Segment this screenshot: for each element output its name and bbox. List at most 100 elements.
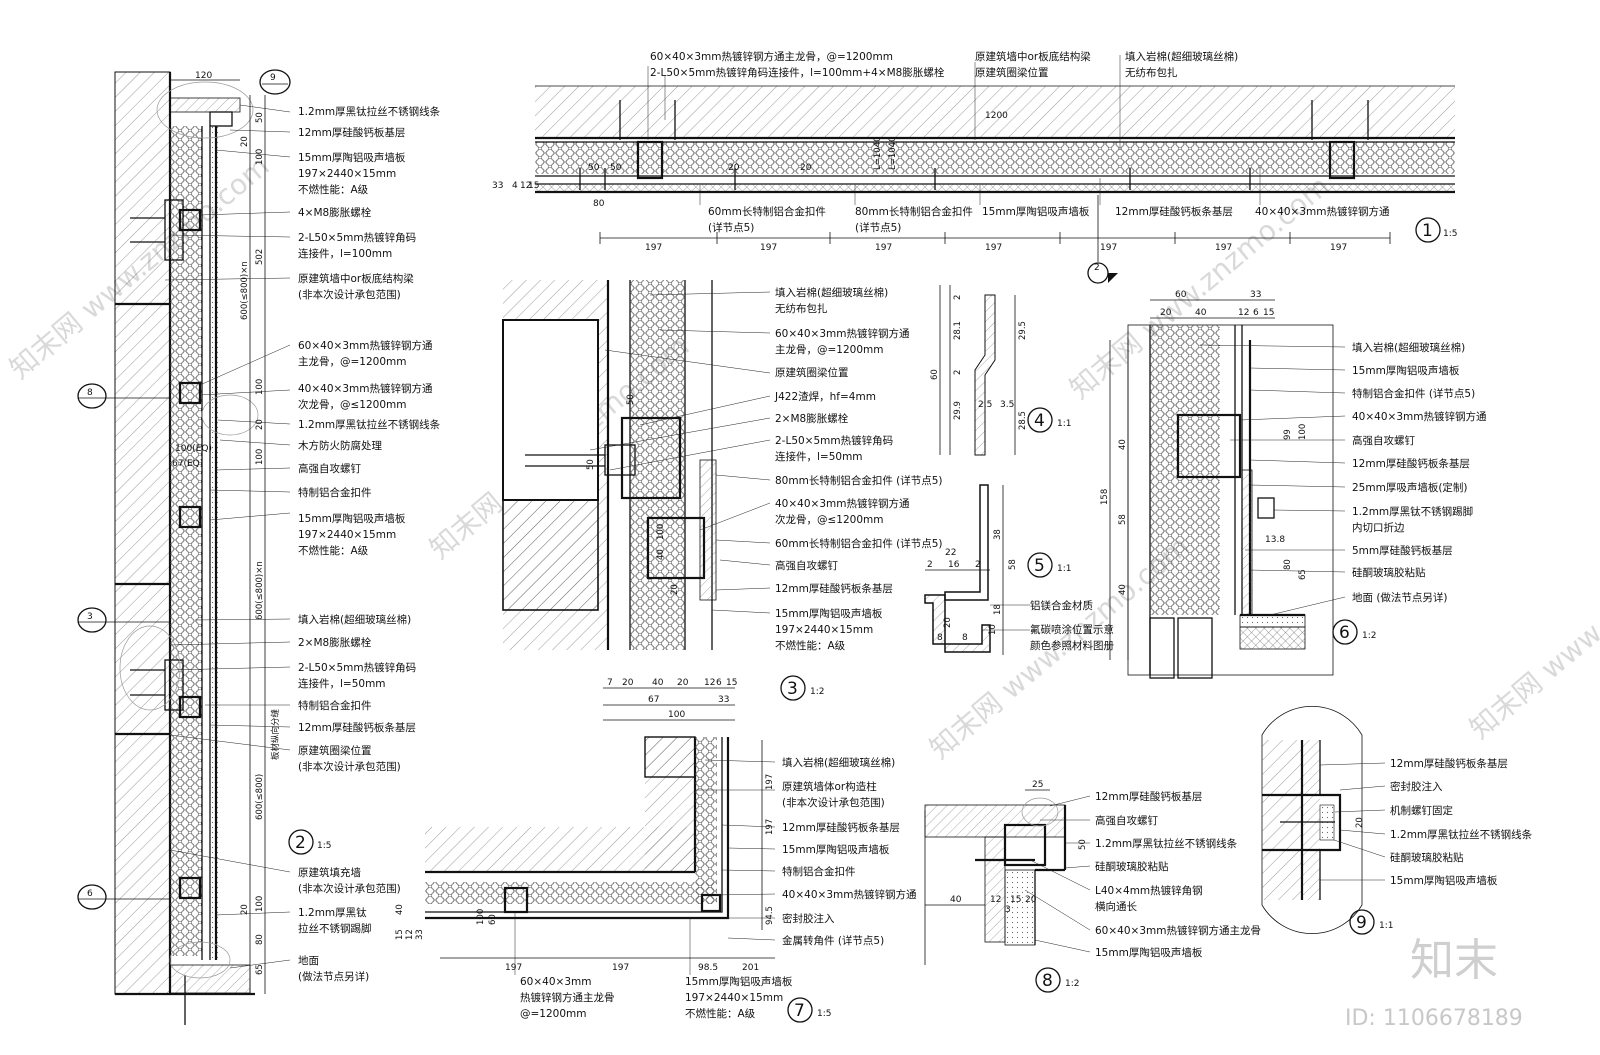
annotation-text: 197 (505, 963, 522, 973)
annotation-text: 40×40×3mm热镀锌钢方通 (1255, 205, 1390, 218)
annotation-text: 60 (930, 369, 940, 380)
annotation-text: 60×40×3mm热镀锌钢方通 (298, 339, 433, 352)
annotation-text: 8 (937, 633, 943, 643)
annotation-text: 15mm厚陶铝吸声墙板 (1095, 946, 1203, 959)
annotation-text: 80 (1283, 559, 1293, 570)
annotation-text: 填入岩棉(超细玻璃丝棉) (782, 756, 895, 769)
annotation-text: 15 (1263, 308, 1274, 318)
annotation-text: (非本次设计承包范围) (298, 882, 401, 895)
annotation-text: 连接件，l=100mm (298, 247, 392, 260)
annotation-text: 197 (875, 243, 892, 253)
annotation-text: 33 (1250, 290, 1261, 300)
annotation-text: 连接件，l=50mm (298, 677, 386, 690)
annotation-text: 2 (953, 370, 963, 375)
annotation-text: 12 (1238, 308, 1249, 318)
annotation-text: L40×4mm热镀锌角钢 (1095, 884, 1203, 897)
annotation-text: 原建筑填充墙 (298, 866, 361, 879)
annotation-text: 80 (255, 934, 265, 945)
detail-3: 填入岩棉(超细玻璃丝棉) 无纺布包扎 60×40×3mm热镀锌钢方通 主龙骨，@… (502, 280, 943, 721)
annotation-text: 不燃性能：A级 (775, 639, 846, 652)
annotation-text: 25 (1032, 780, 1043, 790)
annotation-text: 1:1 (1057, 564, 1071, 574)
detail-1: 197 197 197 197 197 197 197 33 4 12 15 8… (492, 50, 1457, 284)
annotation-text: 197 (1330, 243, 1347, 253)
annotation-text: 40 (950, 895, 962, 905)
annotation-text: 50 (626, 394, 636, 405)
annotation-text: 不燃性能：A级 (298, 544, 369, 557)
annotation-text: 25mm厚吸声墙板(定制) (1352, 481, 1468, 494)
annotation-text: 原建筑圈梁位置 (775, 366, 849, 379)
detail-tag-3: 3 1:2 (780, 675, 824, 701)
annotation-text: 5mm厚硅酸钙板基层 (1352, 544, 1453, 557)
annotation-text: 28.5 (1018, 411, 1028, 430)
detail-tag-8: 8 1:2 (1035, 967, 1079, 993)
annotation-text: 2×M8膨胀螺栓 (298, 636, 372, 649)
vertical-note: 板材纵向分缝 (270, 708, 281, 760)
annotation-text: 高强自攻螺钉 (775, 559, 838, 572)
annotation-text: 40 (395, 904, 405, 915)
annotation-text: 65 (1298, 569, 1308, 580)
section-marker-9: 9 (259, 69, 291, 95)
annotation-text: 60×40×3mm热镀锌钢方通 (775, 327, 910, 340)
detail-9: 20 12mm厚硅酸钙板条基层 密封胶注入 机制螺钉固定 1.2mm厚黑钛拉丝不… (1261, 706, 1533, 935)
annotation-text: 4 (512, 181, 518, 191)
annotation-text: 15mm厚陶铝吸声墙板 (298, 512, 406, 525)
annotation-text: 2-L50×5mm热镀锌角码连接件，l=100mm+4×M8膨胀螺栓 (650, 66, 945, 79)
annotation-text: 100(EQ) (175, 444, 212, 454)
annotation-text: L=1040 (873, 137, 883, 171)
annotation-text: 12mm厚硅酸钙板条基层 (1115, 205, 1233, 218)
annotation-text: 20 (240, 904, 250, 915)
annotation-text: 1:5 (1443, 229, 1457, 239)
annotation-text: 8 (87, 388, 93, 398)
annotation-text: 20 (255, 419, 265, 430)
annotation-text: 次龙骨，@≤1200mm (775, 513, 883, 526)
annotation-text: 12 (704, 678, 715, 688)
annotation-text: 1.2mm厚黑钛拉丝不锈钢线条 (1095, 837, 1238, 850)
annotation-text: 高强自攻螺钉 (1095, 814, 1158, 827)
annotation-text: 1:2 (1362, 631, 1376, 641)
annotation-text: 33 (718, 695, 729, 705)
annotation-text: 1.2mm厚黑钛不锈钢踢脚 (1352, 505, 1473, 518)
annotation-text: 15mm厚陶铝吸声墙板 (775, 607, 883, 620)
annotation-text: 密封胶注入 (782, 912, 835, 925)
annotation-text: 20 (1025, 895, 1037, 905)
annotation-text: 连接件，l=50mm (775, 450, 863, 463)
annotation-text: (非本次设计承包范围) (782, 796, 885, 809)
annotation-text: 15 (1010, 895, 1021, 905)
annotation-text: 9 (1356, 913, 1367, 933)
annotation-text: 6 (87, 889, 93, 899)
annotation-text: 99 (1283, 429, 1293, 440)
annotation-text: 100 (1298, 424, 1308, 440)
annotation-text: 13.8 (1265, 535, 1285, 545)
annotation-text: 3 (87, 612, 93, 622)
annotation-text: 1:5 (317, 841, 331, 851)
annotation-text: 2-L50×5mm热镀锌角码 (298, 661, 416, 674)
annotation-text: (非本次设计承包范围) (298, 760, 401, 773)
annotation-text: 1:1 (1057, 419, 1071, 429)
annotation-text: 197 (612, 963, 629, 973)
annotation-text: 16 (948, 560, 960, 570)
annotation-text: 1:1 (1379, 921, 1393, 931)
annotation-text: 100 (255, 149, 265, 165)
annotation-text: 40 (1118, 439, 1128, 450)
detail-tag-4: 4 1:1 (1027, 407, 1071, 433)
annotation-text: 197 (1100, 243, 1117, 253)
annotation-text: (做法节点另详) (298, 970, 369, 983)
annotation-text: 原建筑墙体or构造柱 (782, 780, 877, 793)
detail-7: 填入岩棉(超细玻璃丝棉) 原建筑墙体or构造柱 (非本次设计承包范围) 12mm… (395, 736, 917, 1023)
annotation-text: 3 (787, 679, 798, 699)
annotation-text: 不燃性能：A级 (685, 1007, 756, 1020)
annotation-text: 地面 (298, 954, 319, 967)
annotation-text: 100 (255, 379, 265, 395)
annotation-text: L=1040 (888, 137, 898, 171)
annotation-text: 12mm厚硅酸钙板基层 (1095, 790, 1202, 803)
annotation-text: 60×40×3mm热镀锌钢方通主龙骨，@=1200mm (650, 50, 893, 63)
annotation-text: 40×40×3mm热镀锌钢方通 (298, 382, 433, 395)
annotation-text: 填入岩棉(超细玻璃丝棉) (775, 286, 888, 299)
annotation-text: 40 (656, 549, 666, 560)
annotation-text: 60mm长特制铝合金扣件 (详节点5) (775, 537, 943, 550)
annotation-text: 12 (520, 181, 531, 191)
image-id: ID: 1106678189 (1345, 1006, 1523, 1031)
annotation-text: 1.2mm厚黑钛 (298, 906, 367, 919)
annotation-text: 6 (1339, 623, 1350, 643)
